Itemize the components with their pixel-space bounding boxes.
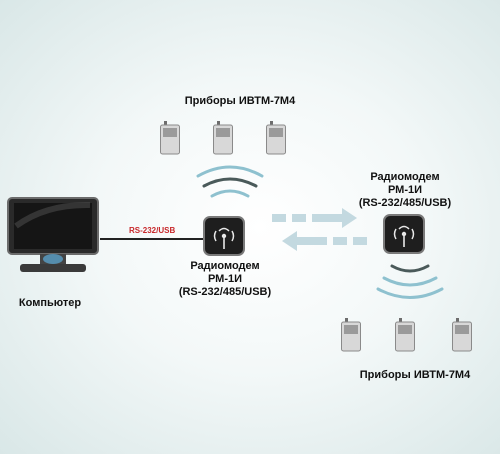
monitor-icon	[7, 197, 99, 272]
radio-modem-icon	[383, 214, 425, 254]
dashed-arrow-icon	[282, 231, 367, 251]
radio-wave-icon	[196, 165, 264, 198]
local-modem-model: РМ-1И	[207, 273, 243, 285]
local-modem-name: Радиомодем	[190, 260, 260, 272]
measuring-device-icon	[160, 121, 180, 155]
measuring-device-icon	[213, 121, 233, 155]
top-devices-label: Приборы ИВТМ-7М4	[184, 95, 296, 107]
remote-modem-name: Радиомодем	[370, 171, 440, 183]
connection-line	[100, 238, 203, 240]
remote-modem-label: Радиомодем РМ-1И (RS-232/485/USB)	[350, 171, 460, 210]
measuring-device-icon	[266, 121, 286, 155]
radio-modem-icon	[203, 216, 245, 256]
remote-modem-model: РМ-1И	[387, 184, 423, 196]
bottom-devices-label: Приборы ИВТМ-7М4	[359, 369, 471, 381]
connection-label: RS-232/USB	[129, 226, 176, 235]
measuring-device-icon	[395, 318, 415, 352]
measuring-device-icon	[452, 318, 472, 352]
computer-label: Компьютер	[18, 297, 82, 309]
local-modem-label: Радиомодем РМ-1И (RS-232/485/USB)	[170, 260, 280, 299]
measuring-device-icon	[341, 318, 361, 352]
remote-modem-interfaces: (RS-232/485/USB)	[358, 197, 452, 209]
radio-wave-icon	[376, 264, 444, 299]
local-modem-interfaces: (RS-232/485/USB)	[178, 286, 272, 298]
dashed-arrow-icon	[272, 208, 357, 228]
